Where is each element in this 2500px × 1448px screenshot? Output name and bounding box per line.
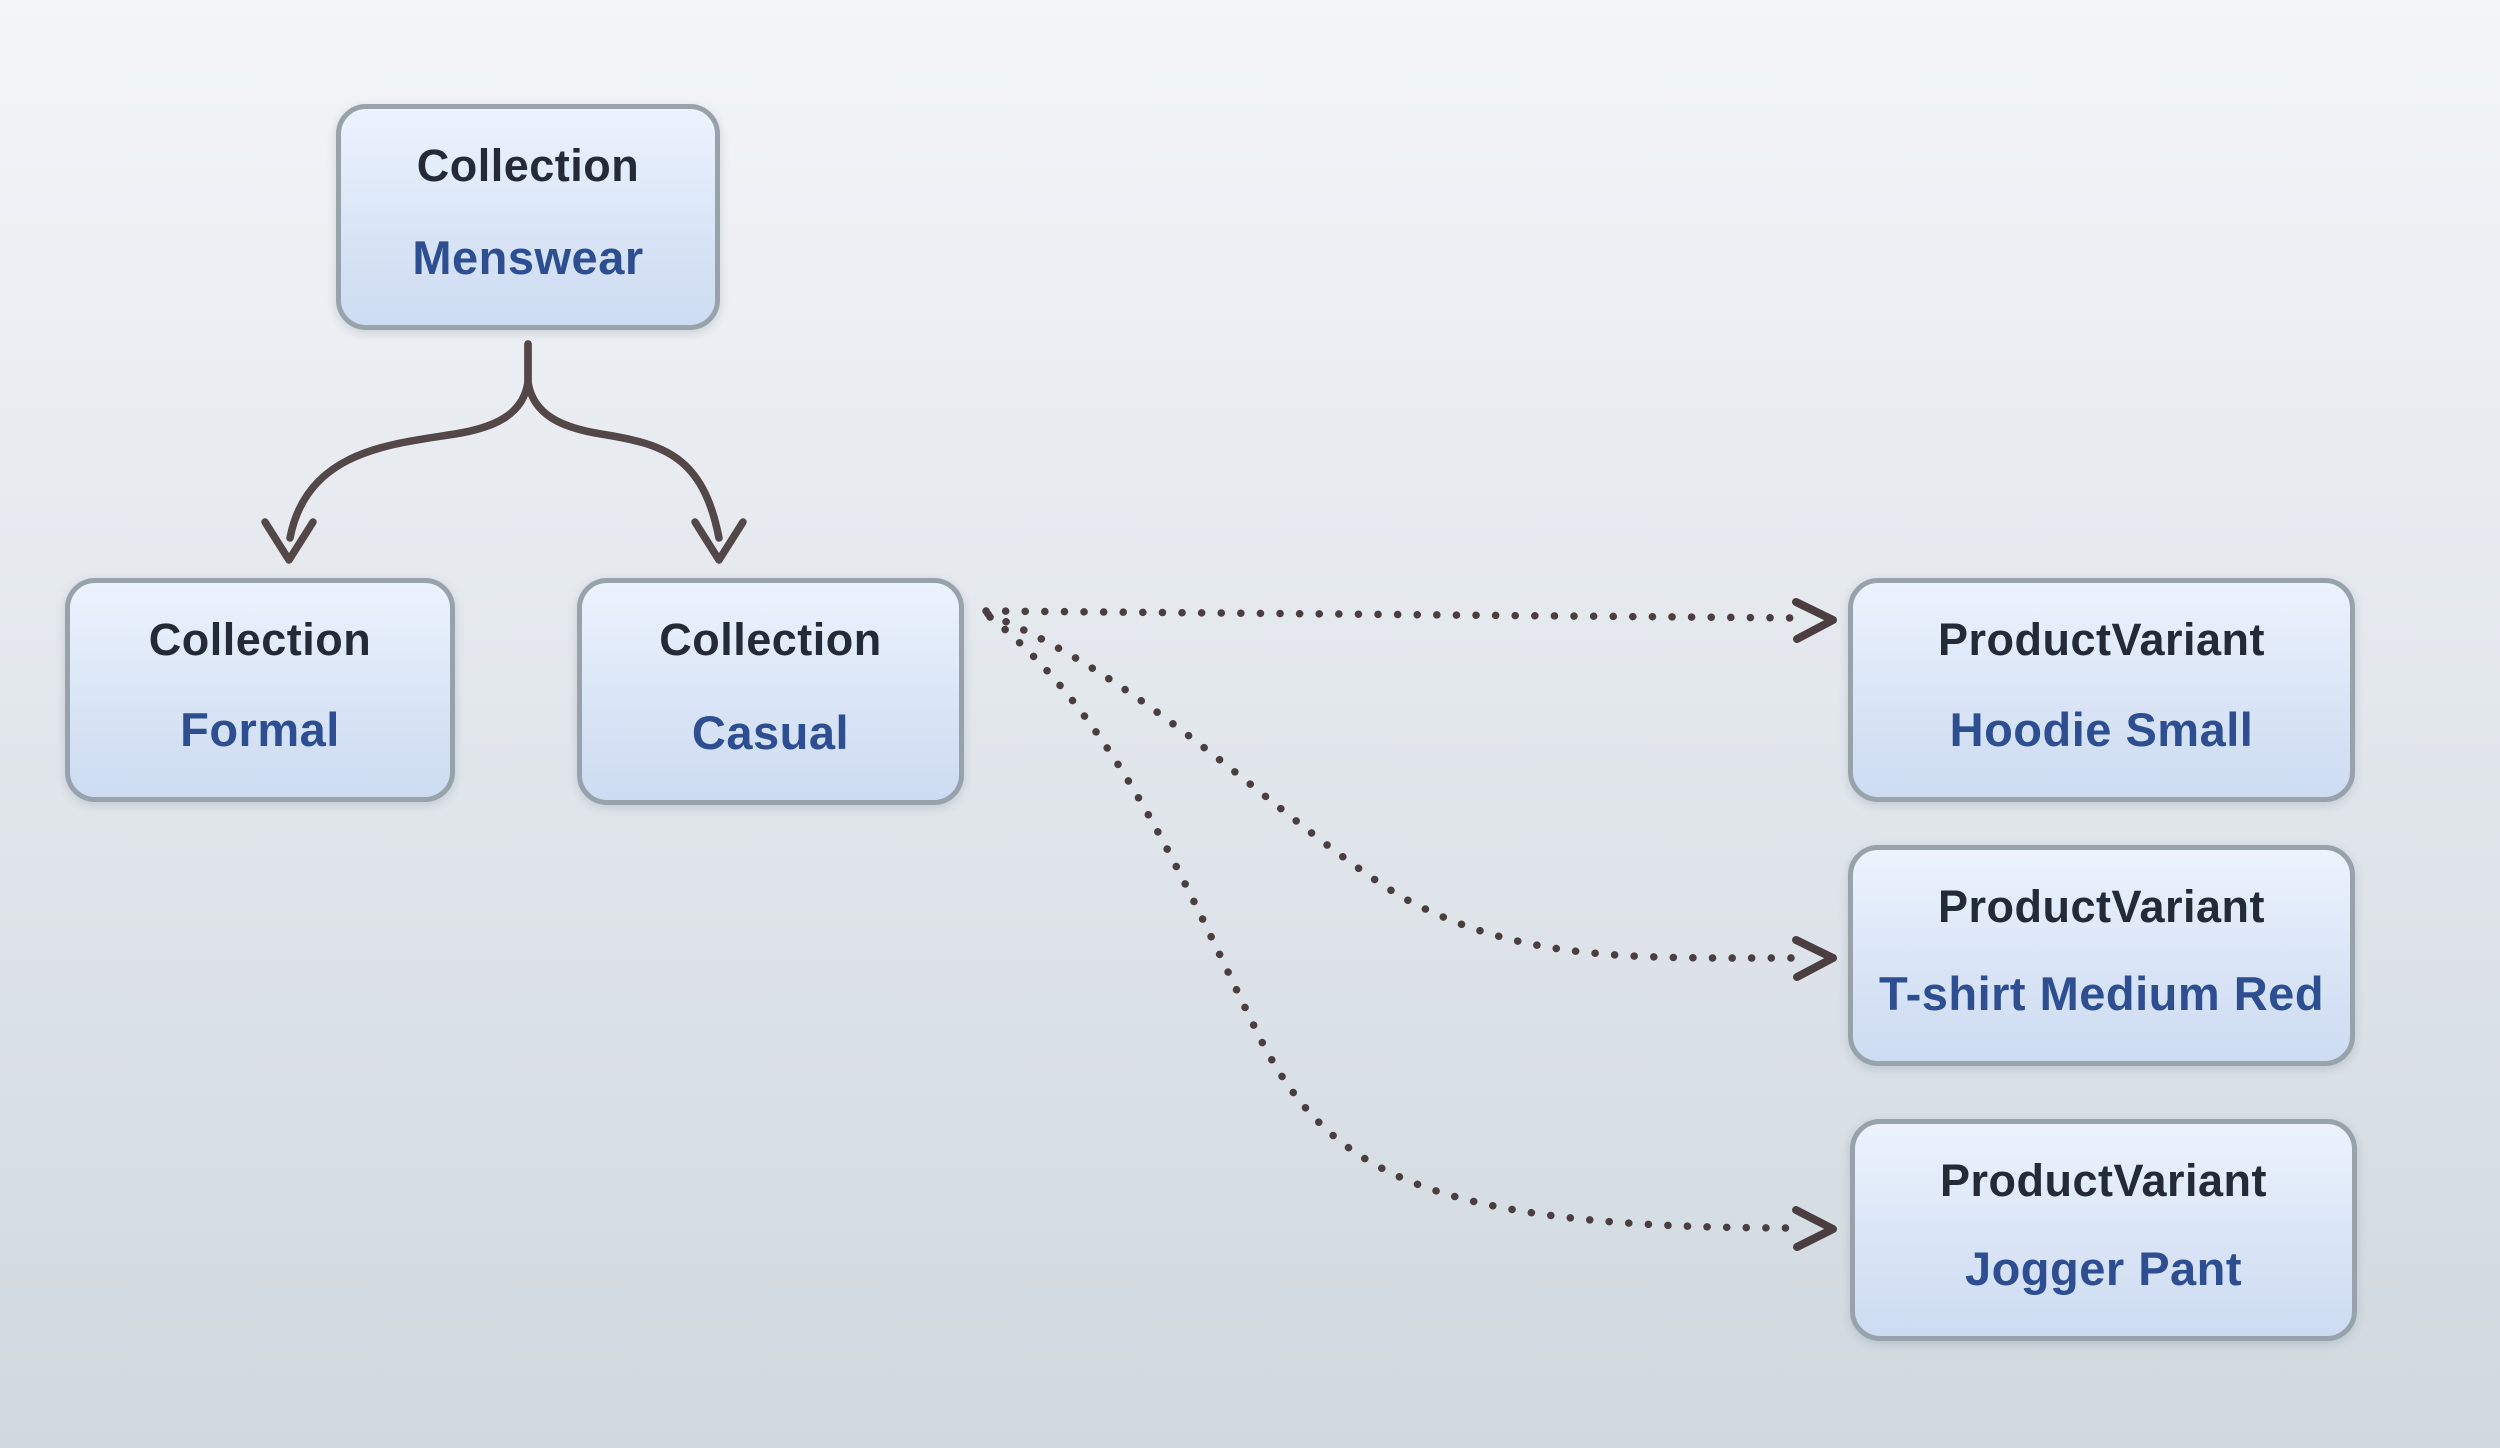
entity-label: ProductVariant	[1939, 1155, 2268, 1206]
arrowhead-casual-icon	[691, 518, 747, 564]
edge-casual-hoodie	[982, 607, 1800, 622]
node-productvariant-jogger-pant: ProductVariant Jogger Pant	[1850, 1119, 2357, 1341]
arrowhead-tshirt-icon	[1792, 936, 1837, 981]
node-collection-menswear: Collection Menswear	[336, 104, 720, 330]
entity-label: Collection	[659, 614, 882, 665]
node-productvariant-tshirt-medium-red: ProductVariant T-shirt Medium Red	[1848, 845, 2355, 1066]
node-productvariant-hoodie-small: ProductVariant Hoodie Small	[1848, 578, 2355, 802]
arrowhead-formal-icon	[261, 518, 317, 564]
entity-label: ProductVariant	[1937, 614, 2266, 665]
edge-casual-jogger	[986, 613, 1798, 1232]
name-label: T-shirt Medium Red	[1878, 967, 2325, 1020]
node-collection-formal: Collection Formal	[65, 578, 455, 802]
name-label: Menswear	[412, 231, 644, 284]
node-collection-casual: Collection Casual	[577, 578, 964, 805]
name-label: Hoodie Small	[1949, 703, 2254, 756]
edge-menswear-casual	[524, 340, 723, 542]
name-label: Casual	[691, 706, 850, 759]
name-label: Formal	[180, 703, 340, 756]
arrowhead-hoodie-icon	[1792, 598, 1837, 643]
edge-menswear-formal	[286, 340, 532, 542]
entity-label: Collection	[148, 614, 372, 665]
arrowhead-jogger-icon	[1792, 1206, 1837, 1251]
entity-label: ProductVariant	[1937, 881, 2266, 932]
edge-casual-tshirt	[984, 610, 1798, 962]
name-label: Jogger Pant	[1964, 1242, 2243, 1295]
entity-label: Collection	[416, 140, 640, 191]
